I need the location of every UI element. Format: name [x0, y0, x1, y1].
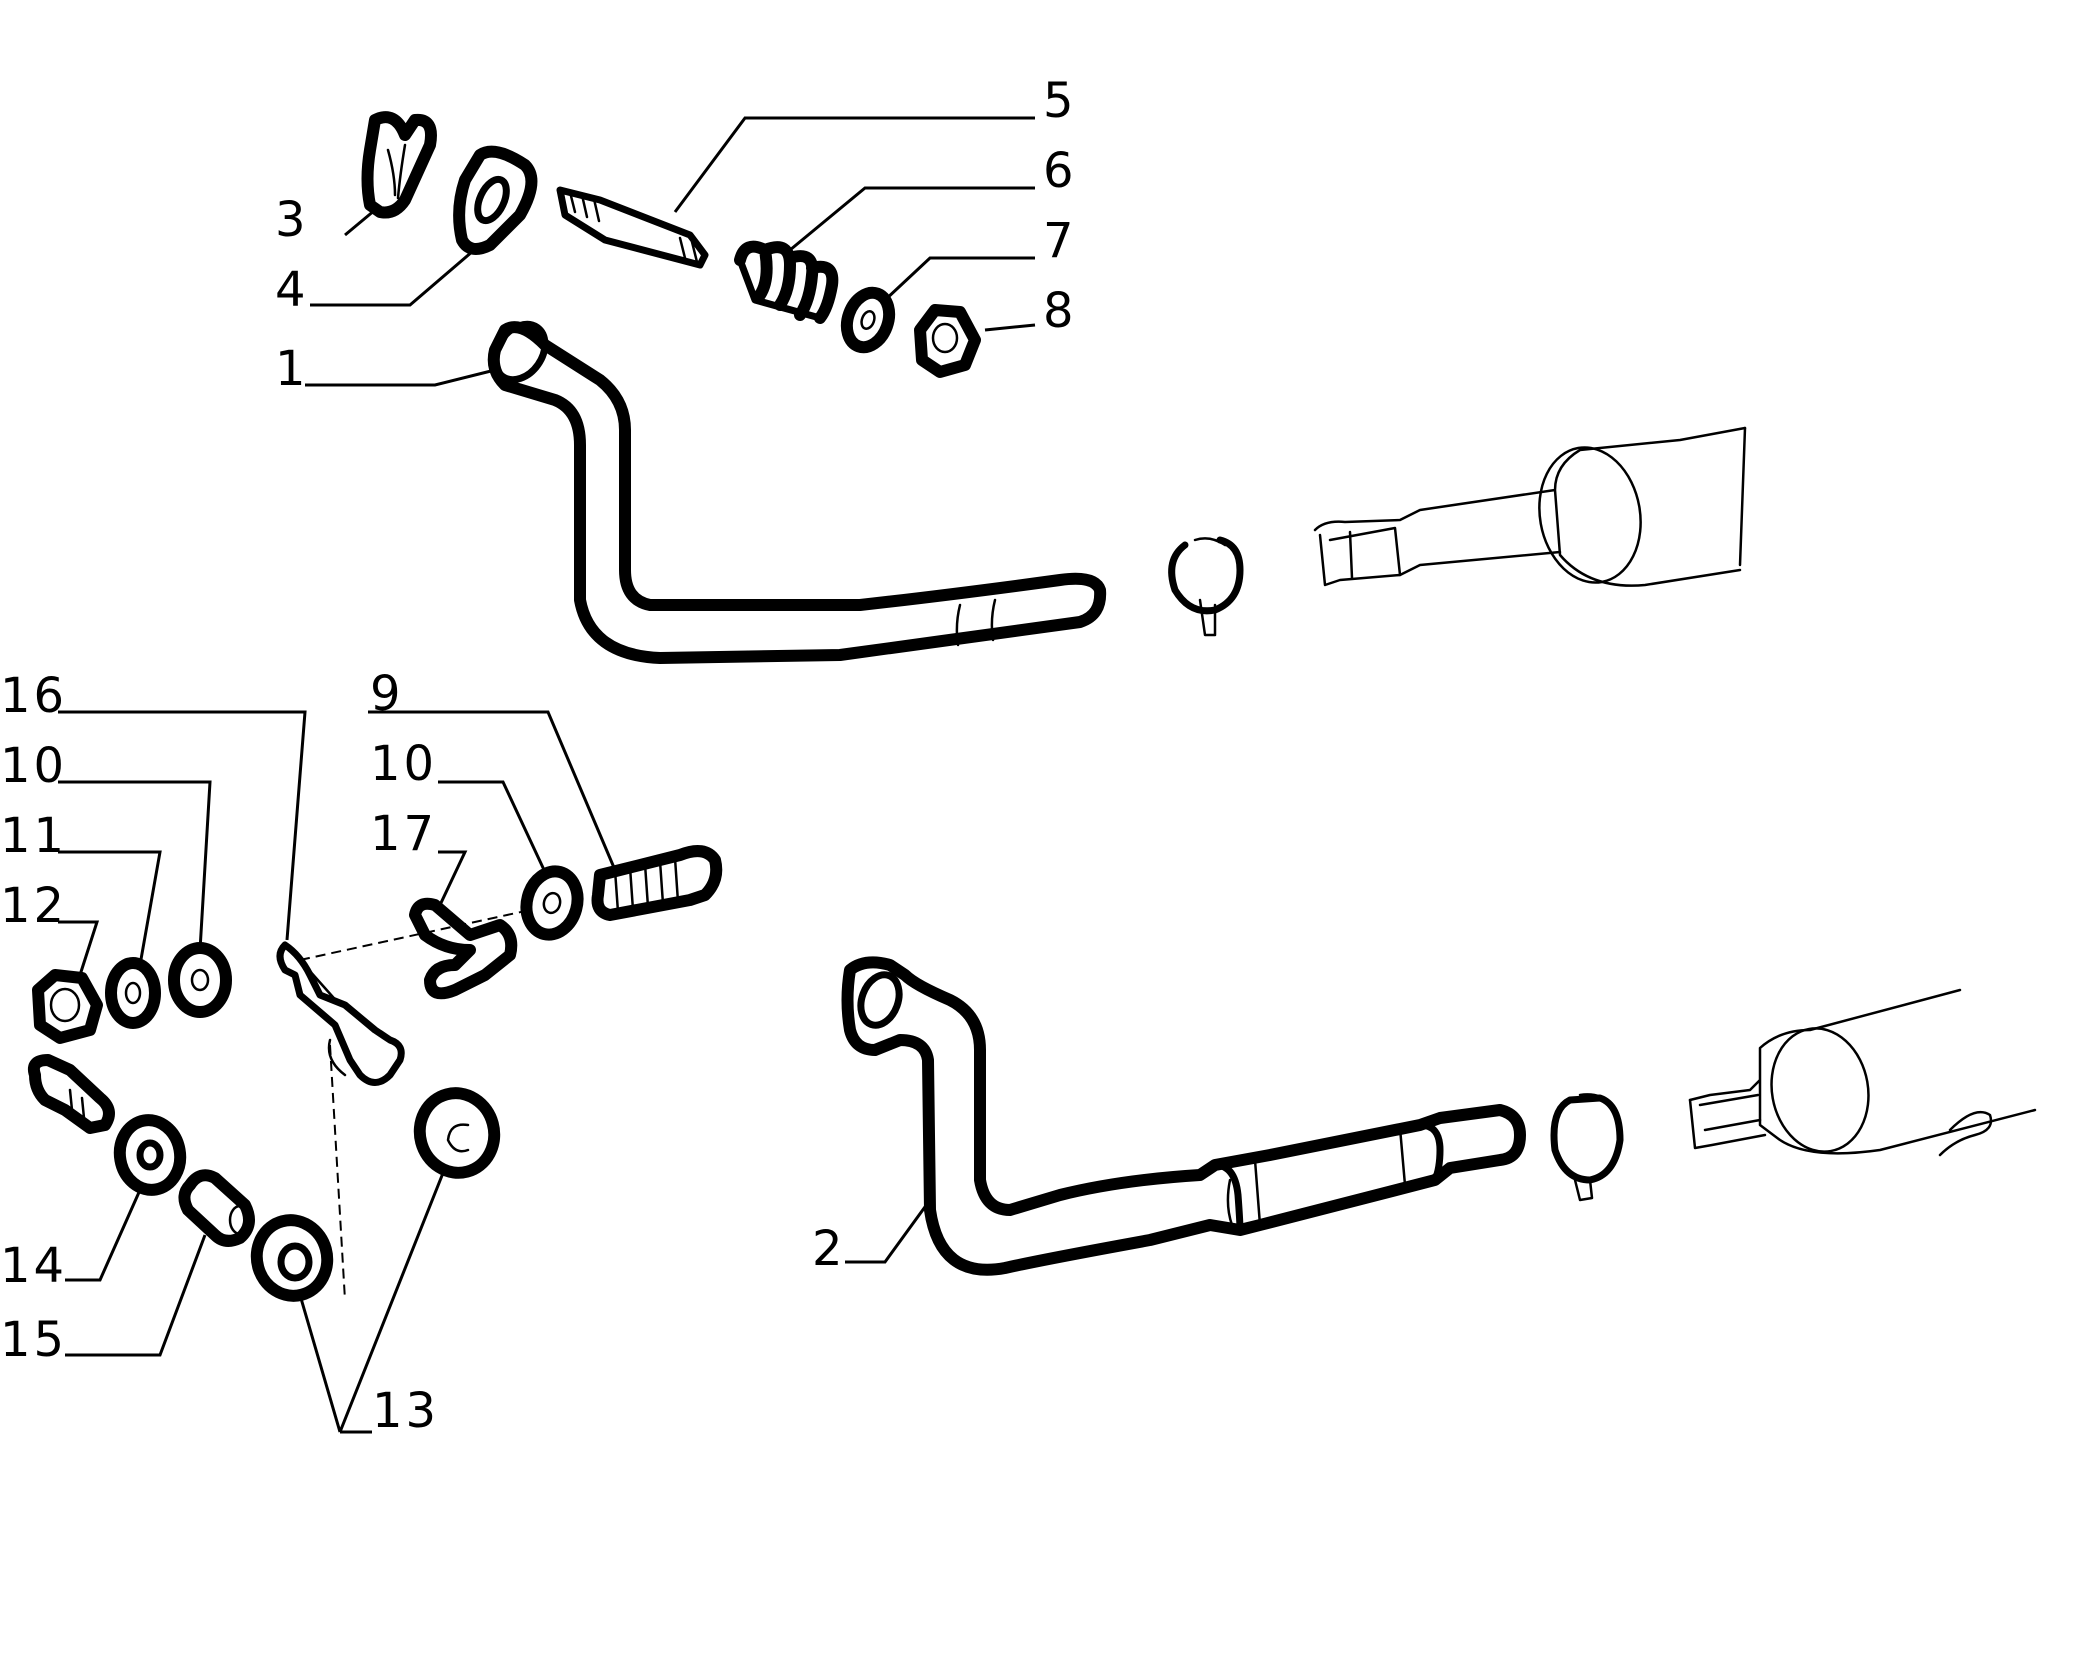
- flange-gasket-part-4: [453, 145, 538, 255]
- assembly-line-upper: [299, 909, 531, 961]
- callout-7: 7: [1043, 213, 1077, 269]
- callout-5: 5: [1043, 73, 1077, 129]
- washer-part-10-left: [168, 942, 232, 1018]
- rear-exhaust-pipe-part-2: [841, 956, 1526, 1276]
- washer-part-10-right: [520, 865, 584, 941]
- washer-part-7: [840, 286, 896, 354]
- front-exhaust-pipe-part-1: [487, 320, 1107, 664]
- bushing-part-13-lower: [250, 1214, 334, 1302]
- callout-10-left: 10: [0, 738, 67, 794]
- bracket-part-17: [409, 897, 518, 1000]
- callout-16: 16: [0, 668, 67, 724]
- callout-10-right: 10: [370, 736, 437, 792]
- bushing-part-13-upper: [413, 1087, 501, 1179]
- callout-3: 3: [275, 192, 309, 248]
- callout-6: 6: [1043, 143, 1077, 199]
- stud-part-5: [556, 186, 709, 269]
- callout-14: 14: [0, 1238, 67, 1294]
- leader-lines: [58, 116, 1036, 1434]
- callout-17: 17: [370, 806, 437, 862]
- callout-4: 4: [275, 262, 309, 318]
- callout-1: 1: [275, 341, 309, 397]
- callout-8: 8: [1043, 283, 1077, 339]
- callout-12: 12: [0, 878, 67, 934]
- upper-silencer: [1313, 426, 1747, 587]
- assembly-line-lower: [329, 1044, 346, 1301]
- callout-9: 9: [370, 666, 404, 722]
- bolt-lower-left: [27, 1054, 115, 1134]
- washer-part-14: [113, 1114, 187, 1196]
- bolt-part-9: [591, 845, 723, 921]
- callout-13: 13: [372, 1383, 439, 1439]
- support-strap-part-16: [276, 941, 405, 1086]
- callout-15: 15: [0, 1312, 67, 1368]
- lower-clamp: [1550, 1093, 1624, 1202]
- callout-2: 2: [812, 1221, 846, 1277]
- callout-labels: 3 4 1 5 6 7 8 16 10 11 12 9 10 17 14 15 …: [0, 73, 1077, 1439]
- callout-11: 11: [0, 808, 67, 864]
- spring-part-6: [734, 240, 839, 324]
- lock-washer-part-11: [105, 957, 161, 1029]
- upper-clamp: [1168, 536, 1244, 637]
- nut-part-8: [914, 304, 981, 378]
- nut-part-12: [32, 969, 103, 1044]
- gasket-part-3: [361, 111, 437, 219]
- spacer-part-15: [178, 1169, 255, 1247]
- lower-silencer: [1688, 988, 2037, 1157]
